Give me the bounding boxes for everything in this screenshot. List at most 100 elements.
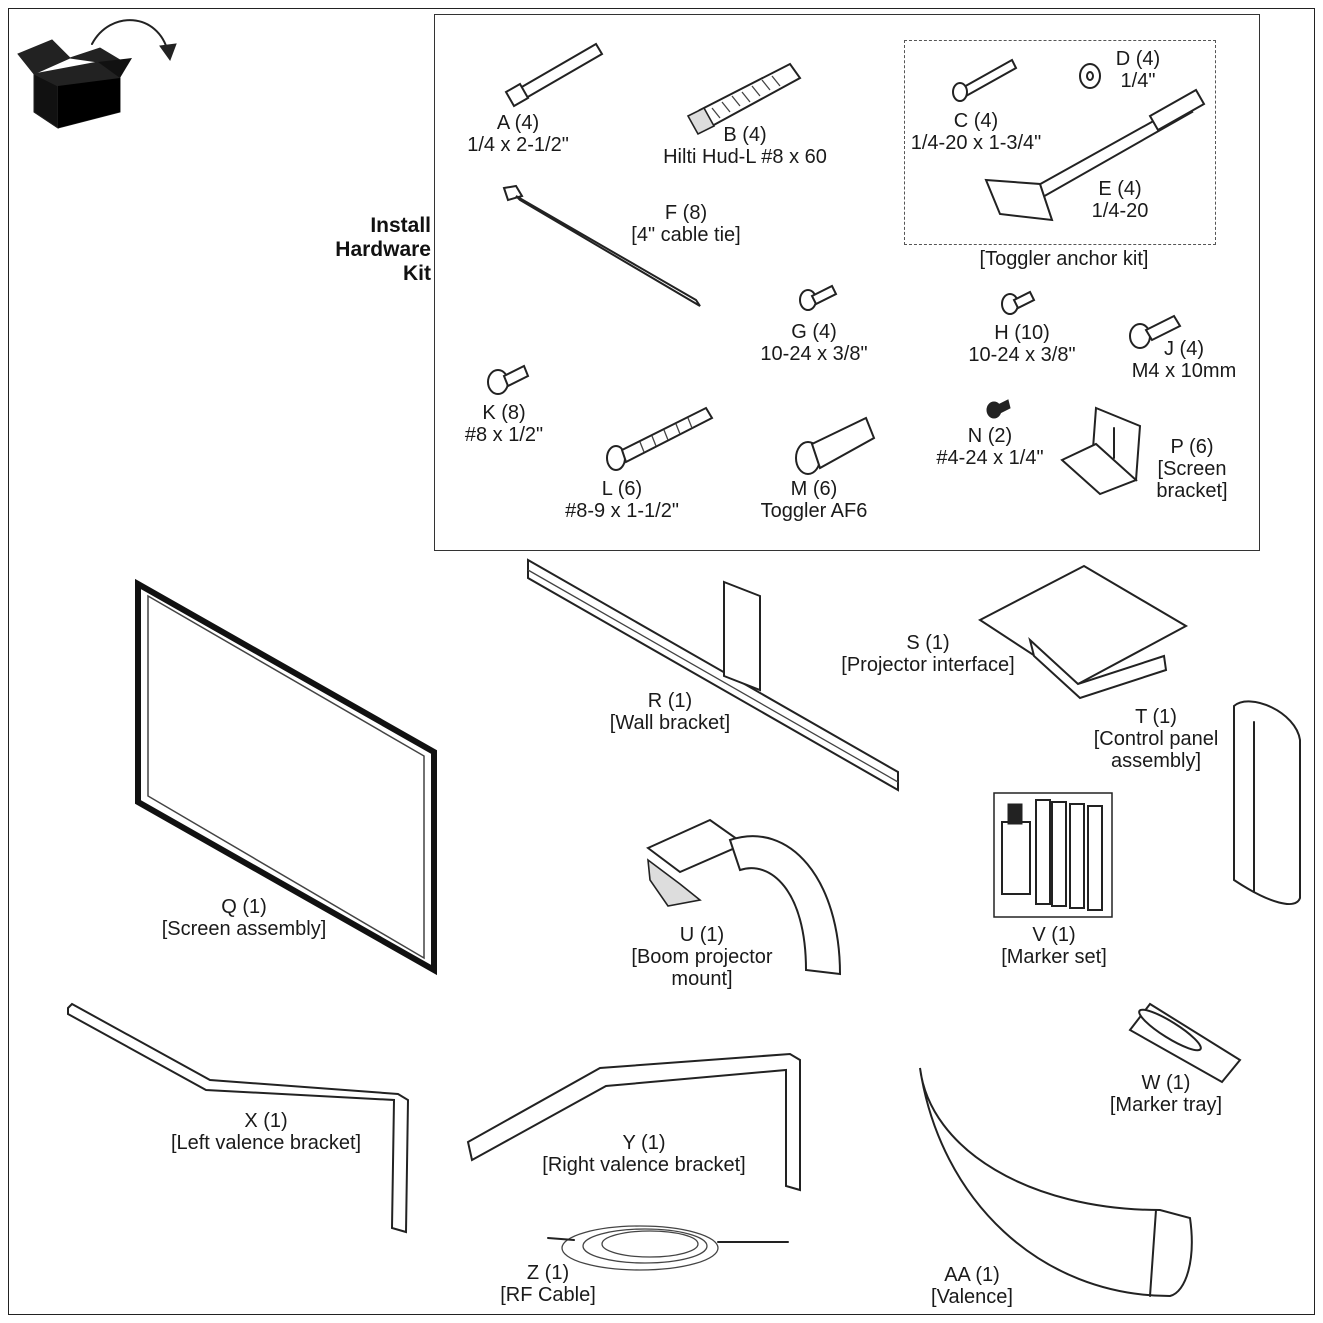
part-r-label: R (1) [Wall bracket] <box>610 690 730 734</box>
part-h-label: H (10) 10-24 x 3/8" <box>968 322 1075 366</box>
install-hardware-kit-box <box>434 14 1260 551</box>
part-y-id: Y (1) <box>622 1132 666 1154</box>
part-s-label: S (1) [Projector interface] <box>841 632 1014 676</box>
part-t-id: T (1) <box>1135 706 1177 728</box>
part-y-right-valence-bracket <box>466 1052 801 1192</box>
page-frame <box>8 8 1315 1315</box>
part-k-screw <box>487 364 530 395</box>
part-u-desc-2: mount] <box>671 968 733 990</box>
kit-title-line-3: Kit <box>403 262 431 285</box>
part-u-id: U (1) <box>679 924 725 946</box>
part-b-id: B (4) <box>723 124 767 146</box>
part-g-desc: 10-24 x 3/8" <box>760 343 868 365</box>
part-aa-id: AA (1) <box>944 1264 1000 1286</box>
part-k-desc: #8 x 1/2" <box>464 424 544 446</box>
part-r-desc: [Wall bracket] <box>609 712 731 734</box>
part-g-label: G (4) 10-24 x 3/8" <box>760 321 867 365</box>
part-u-boom-mount <box>646 818 842 976</box>
part-y-desc: [Right valence bracket] <box>542 1154 746 1176</box>
kit-title-line-1: Install <box>370 214 431 237</box>
part-q-desc: [Screen assembly] <box>161 918 327 940</box>
part-p-label: P (6) [Screen bracket] <box>1156 436 1227 502</box>
part-f-cable-tie <box>502 184 701 307</box>
part-w-desc: [Marker tray] <box>1109 1094 1223 1116</box>
part-q-label: Q (1) [Screen assembly] <box>162 896 327 940</box>
part-p-desc-1: [Screen <box>1157 458 1227 480</box>
part-l-id: L (6) <box>601 478 643 500</box>
part-w-label: W (1) [Marker tray] <box>1110 1072 1222 1116</box>
part-s-projector-interface <box>978 564 1189 700</box>
open-box-icon <box>17 39 132 129</box>
part-r-id: R (1) <box>647 690 693 712</box>
part-y-label: Y (1) [Right valence bracket] <box>542 1132 745 1176</box>
part-x-desc: [Left valence bracket] <box>170 1132 362 1154</box>
part-b-label: B (4) Hilti Hud-L #8 x 60 <box>663 124 827 168</box>
part-h-id: H (10) <box>994 322 1050 344</box>
part-z-id: Z (1) <box>526 1262 570 1284</box>
part-m-label: M (6) Toggler AF6 <box>761 478 868 522</box>
part-v-label: V (1) [Marker set] <box>1001 924 1107 968</box>
part-x-id: X (1) <box>244 1110 288 1132</box>
part-h-desc: 10-24 x 3/8" <box>968 344 1076 366</box>
part-p-bracket <box>1060 406 1142 496</box>
part-z-rf-cable <box>547 1225 789 1271</box>
part-b-anchor <box>686 62 802 136</box>
part-x-label: X (1) [Left valence bracket] <box>171 1110 361 1154</box>
part-d-label: D (4) 1/4" <box>1116 48 1160 92</box>
part-v-marker-set <box>993 792 1113 918</box>
part-f-label: F (8) [4" cable tie] <box>631 202 740 246</box>
part-p-id: P (6) <box>1170 436 1214 458</box>
part-k-id: K (8) <box>482 402 526 424</box>
toggler-anchor-kit-label: [Toggler anchor kit] <box>979 248 1149 270</box>
part-f-desc: [4" cable tie] <box>631 224 741 246</box>
toggler-anchor-kit-box <box>904 40 1216 245</box>
part-d-desc: 1/4" <box>1120 70 1156 92</box>
part-r-wall-bracket <box>527 558 899 792</box>
part-l-label: L (6) #8-9 x 1-1/2" <box>565 478 679 522</box>
part-c-desc: 1/4-20 x 1-3/4" <box>910 132 1042 154</box>
part-a-label: A (4) 1/4 x 2-1/2" <box>467 112 569 156</box>
curved-arrow-icon <box>91 19 177 62</box>
part-n-label: N (2) #4-24 x 1/4" <box>936 425 1043 469</box>
part-n-id: N (2) <box>967 425 1013 447</box>
part-l-screw <box>606 406 714 471</box>
part-b-desc: Hilti Hud-L #8 x 60 <box>663 146 827 168</box>
part-e-id: E (4) <box>1098 178 1142 200</box>
part-m-toggler <box>795 416 876 475</box>
part-g-id: G (4) <box>791 321 837 343</box>
part-f-id: F (8) <box>664 202 708 224</box>
part-e-label: E (4) 1/4-20 <box>1092 178 1149 222</box>
part-p-desc-2: bracket] <box>1156 480 1228 502</box>
part-s-id: S (1) <box>906 632 950 654</box>
part-v-desc: [Marker set] <box>1001 946 1107 968</box>
part-z-label: Z (1) [RF Cable] <box>500 1262 596 1306</box>
part-aa-label: AA (1) [Valence] <box>931 1264 1013 1308</box>
part-w-marker-tray <box>1128 1002 1242 1084</box>
part-d-id: D (4) <box>1115 48 1161 70</box>
install-hardware-kit-title: Install Hardware Kit <box>335 214 431 286</box>
part-t-control-panel <box>1233 700 1301 905</box>
part-j-label: J (4) M4 x 10mm <box>1132 338 1236 382</box>
part-c-id: C (4) <box>953 110 999 132</box>
part-x-left-valence-bracket <box>67 1002 410 1234</box>
part-t-desc-2: assembly] <box>1110 750 1202 772</box>
part-h-screw <box>1001 290 1036 315</box>
part-c-label: C (4) 1/4-20 x 1-3/4" <box>911 110 1042 154</box>
part-n-desc: #4-24 x 1/4" <box>936 447 1044 469</box>
part-l-desc: #8-9 x 1-1/2" <box>565 500 679 522</box>
part-aa-desc: [Valence] <box>931 1286 1013 1308</box>
kit-title-line-2: Hardware <box>335 238 431 261</box>
part-u-label: U (1) [Boom projector mount] <box>631 924 772 990</box>
part-e-toggler <box>984 88 1206 222</box>
part-u-desc-1: [Boom projector <box>631 946 773 968</box>
part-j-id: J (4) <box>1164 338 1204 360</box>
part-n-screw <box>986 399 1011 419</box>
part-q-screen <box>135 578 437 976</box>
part-v-id: V (1) <box>1032 924 1076 946</box>
part-q-id: Q (1) <box>221 896 267 918</box>
part-j-desc: M4 x 10mm <box>1131 360 1237 382</box>
part-a-bolt <box>504 42 604 108</box>
part-t-label: T (1) [Control panel assembly] <box>1094 706 1219 772</box>
part-w-id: W (1) <box>1141 1072 1191 1094</box>
